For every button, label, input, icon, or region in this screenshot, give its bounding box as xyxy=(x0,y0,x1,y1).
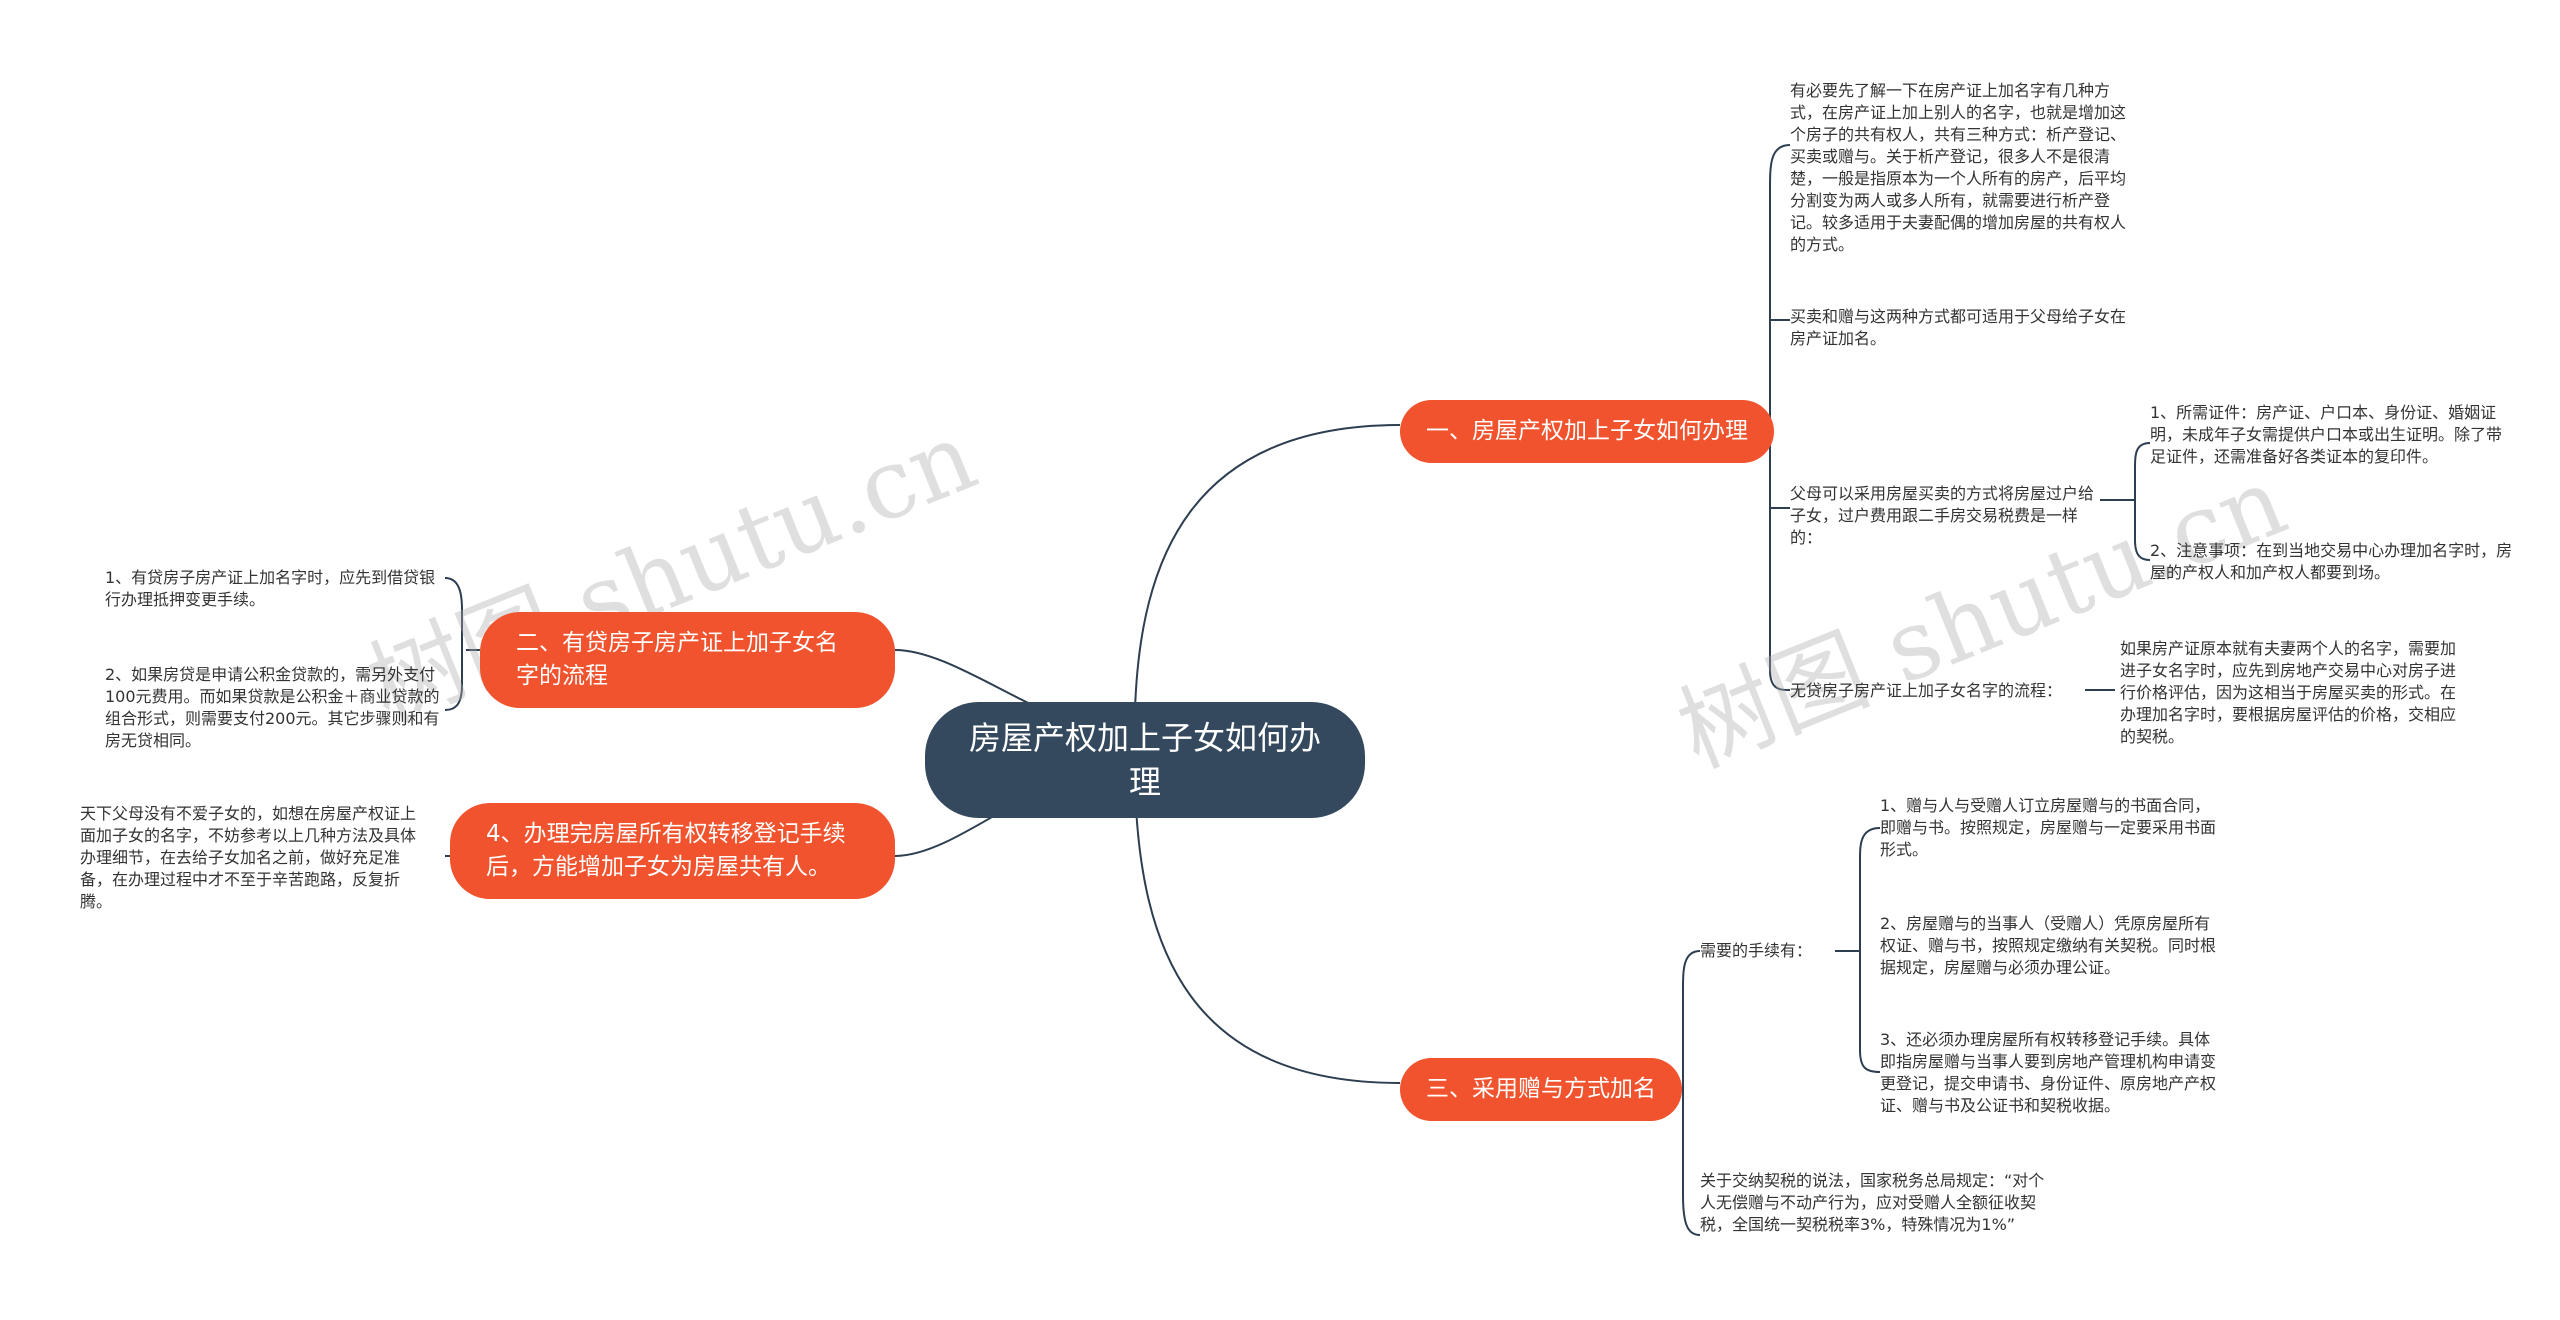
b3-leaf-step3: 3、还必须办理房屋所有权转移登记手续。具体即指房屋赠与当事人要到房地产管理机构申… xyxy=(1880,1030,2217,1115)
b1-leaf-noloan-label: 无贷房子房产证上加子女名字的流程： xyxy=(1790,681,2063,700)
b4-leaf: 天下父母没有不爱子女的，如想在房屋产权证上面加子女的名字，不妨参考以上几种方法及… xyxy=(80,804,417,911)
b1-leaf-intro: 有必要先了解一下在房产证上加名字有几种方式，在房产证上加上别人的名字，也就是增加… xyxy=(1790,81,2127,254)
b2-leaf-1: 1、有贷房子房产证上加名字时，应先到借贷银行办理抵押变更手续。 xyxy=(105,568,436,609)
bracket-b3 xyxy=(1682,950,1701,1236)
b1-leaf-notes: 2、注意事项：在到当地交易中心办理加名字时，房屋的产权人和加产权人都要到场。 xyxy=(2150,541,2513,582)
branch-4-node[interactable]: 4、办理完房屋所有权转移登记手续后，方能增加子女为房屋共有人。 xyxy=(450,803,895,899)
branch-3-node[interactable]: 三、采用赠与方式加名 xyxy=(1400,1058,1682,1121)
bracket-b3-sub xyxy=(1859,827,1881,1073)
b3-leaf-step1: 1、赠与人与受赠人订立房屋赠与的书面合同，即赠与书。按照规定，房屋赠与一定要采用… xyxy=(1880,796,2217,859)
b3-leaf-need: 需要的手续有： xyxy=(1700,941,1813,960)
root-node[interactable]: 房屋产权加上子女如何办理 xyxy=(925,702,1365,818)
b1-leaf-noloan-detail: 如果房产证原本就有夫妻两个人的名字，需要加进子女名字时，应先到房地产交易中心对房… xyxy=(2120,639,2457,746)
b1-leaf-sale-gift: 买卖和赠与这两种方式都可适用于父母给子女在房产证加名。 xyxy=(1790,307,2127,348)
bracket-b1 xyxy=(1769,144,1791,691)
b1-leaf-docs: 1、所需证件：房产证、户口本、身份证、婚姻证明，未成年子女需提供户口本或出生证明… xyxy=(2150,403,2503,466)
link-root-b1 xyxy=(1134,424,1401,711)
b3-leaf-step2: 2、房屋赠与的当事人（受赠人）凭原房屋所有权证、赠与书，按照规定缴纳有关契税。同… xyxy=(1880,914,2217,977)
bracket-b2 xyxy=(444,577,463,711)
link-root-b3 xyxy=(1134,784,1401,1084)
bracket-b1-sub xyxy=(2134,442,2151,561)
branch-2-node[interactable]: 二、有贷房子房产证上加子女名字的流程 xyxy=(480,612,895,708)
branch-1-node[interactable]: 一、房屋产权加上子女如何办理 xyxy=(1400,400,1774,463)
b1-leaf-transfer: 父母可以采用房屋买卖的方式将房屋过户给子女，过户费用跟二手房交易税费是一样的： xyxy=(1790,484,2095,547)
b3-leaf-tax: 关于交纳契税的说法，国家税务总局规定：“对个人无偿赠与不动产行为，应对受赠人全额… xyxy=(1700,1171,2045,1234)
b2-leaf-2: 2、如果房贷是申请公积金贷款的，需另外支付100元费用。而如果贷款是公积金＋商业… xyxy=(105,665,440,750)
